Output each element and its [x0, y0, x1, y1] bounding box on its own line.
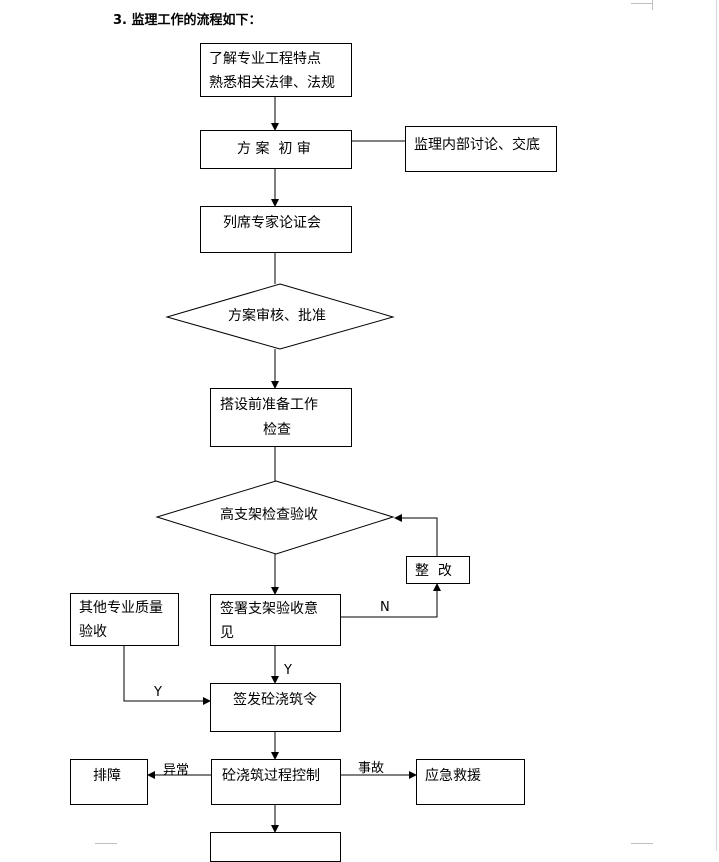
node-internal-discussion-label: 监理内部讨论、交底 [414, 137, 540, 153]
node-emergency-label: 应急救援 [425, 768, 481, 784]
node-pour-order: 签发砼浇筑令 [210, 683, 341, 732]
page-corner-mark [95, 843, 117, 844]
node-expert-review: 列席专家论证会 [200, 206, 352, 253]
node-internal-discussion: 监理内部讨论、交底 [405, 126, 557, 172]
node-sign-opinion-line1: 签署支架验收意 [220, 601, 318, 617]
node-sign-opinion: 签署支架验收意 见 [210, 594, 341, 646]
arrow-other-to-pour-order [123, 646, 211, 705]
page-corner-mark [652, 0, 653, 10]
node-emergency: 应急救援 [416, 759, 525, 805]
node-approval-label: 方案审核、批准 [228, 308, 326, 324]
node-understand: 了解专业工程特点 熟悉相关法律、法规 [200, 43, 352, 97]
section-heading: 3. 监理工作的流程如下： [113, 13, 262, 28]
arrow-rectify-to-inspection [394, 514, 438, 556]
node-troubleshoot-label: 排障 [93, 768, 121, 784]
edge-label-yes-left: Y [154, 685, 162, 700]
inspection-diamond [155, 480, 395, 555]
edge-label-accident: 事故 [358, 761, 385, 776]
node-pour-control-label: 砼浇筑过程控制 [222, 768, 320, 784]
node-rectify-label: 整 改 [415, 563, 452, 579]
node-prep-check: 搭设前准备工作 检查 [210, 388, 352, 447]
node-expert-review-label: 列席专家论证会 [223, 215, 321, 231]
edge-label-no: N [380, 600, 390, 615]
node-prep-check-line1: 搭设前准备工作 [220, 397, 318, 413]
node-inspection-label: 高支架检查验收 [220, 507, 318, 523]
edge-label-yes-down: Y [284, 663, 292, 678]
node-sign-opinion-line2: 见 [220, 625, 234, 641]
node-initial-review: 方 案 初 审 [200, 130, 352, 169]
edge-label-abnormal: 异常 [163, 763, 190, 778]
node-pour-control: 砼浇筑过程控制 [211, 759, 341, 805]
node-other-quality: 其他专业质量 验收 [70, 593, 179, 646]
node-next-cut-off [210, 832, 341, 862]
node-other-quality-line2: 验收 [79, 624, 107, 640]
node-understand-line2: 熟悉相关法律、法规 [209, 75, 335, 91]
node-troubleshoot: 排障 [70, 759, 148, 805]
node-prep-check-line2: 检查 [263, 422, 291, 438]
approval-diamond [165, 283, 395, 350]
node-rectify: 整 改 [406, 556, 470, 584]
page-corner-mark [631, 843, 653, 844]
page-corner-mark [631, 3, 653, 4]
node-pour-order-label: 签发砼浇筑令 [233, 692, 317, 708]
node-initial-review-label: 方 案 初 审 [237, 141, 311, 157]
arrow-sign-to-rectify [341, 583, 441, 618]
page-edge [716, 0, 717, 851]
node-other-quality-line1: 其他专业质量 [79, 600, 163, 616]
node-understand-line1: 了解专业工程特点 [209, 51, 321, 67]
